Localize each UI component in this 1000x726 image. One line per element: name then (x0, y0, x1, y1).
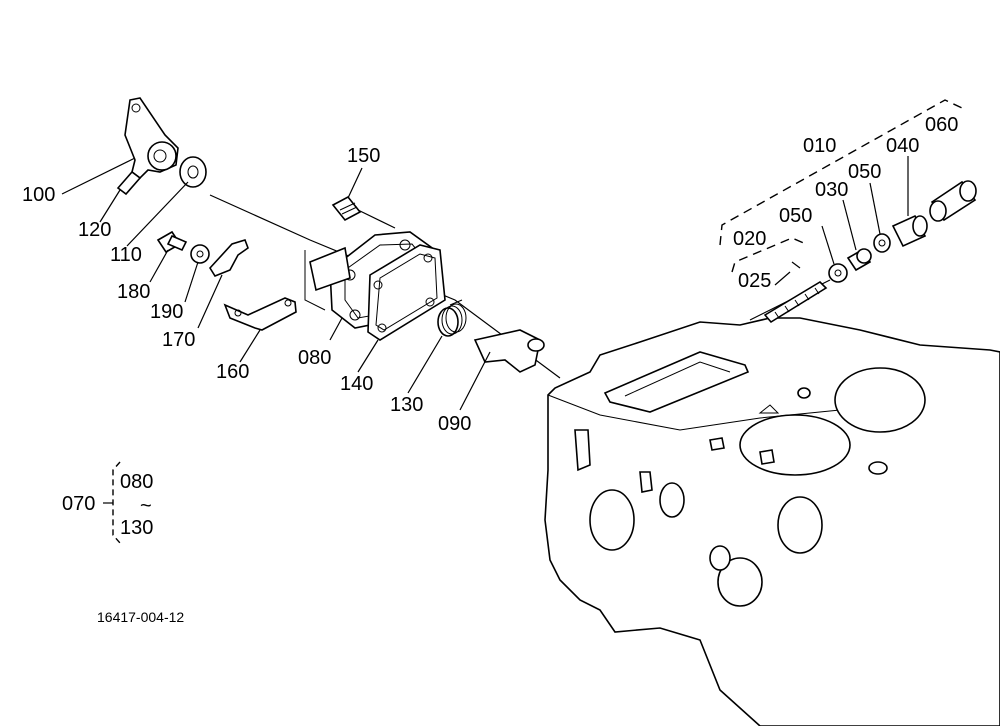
label-025: 025 (738, 270, 771, 292)
figure-code: 16417-004-12 (97, 609, 184, 625)
label-180: 180 (117, 281, 150, 303)
part-160-bracket (223, 297, 297, 331)
part-130-spring (437, 299, 467, 337)
label-120: 120 (78, 219, 111, 241)
engine-block (544, 317, 1000, 726)
label-150: 150 (347, 145, 380, 167)
group-bracket-010 (719, 99, 963, 246)
label-170: 170 (162, 329, 195, 351)
legend-from: 080 (120, 471, 153, 493)
part-050a-washer (828, 263, 848, 283)
label-050-lower: 050 (779, 205, 812, 227)
group-legend-070: 070 080 ~ 130 (62, 461, 153, 544)
part-050b-washer (873, 233, 891, 253)
part-040-bushing (891, 214, 928, 248)
part-025-spring-rod (763, 280, 828, 324)
part-060-sleeve (929, 180, 977, 222)
group-bracket-020 (731, 237, 807, 273)
label-130: 130 (390, 394, 423, 416)
label-050-upper: 050 (848, 161, 881, 183)
part-090-shaft (473, 329, 545, 373)
part-170-clip (208, 239, 249, 277)
label-190: 190 (150, 301, 183, 323)
part-120-pin (116, 170, 142, 196)
label-160: 160 (216, 361, 249, 383)
label-020: 020 (733, 228, 766, 250)
label-040: 040 (886, 135, 919, 157)
label-030: 030 (815, 179, 848, 201)
part-150-screw (331, 195, 396, 229)
legend-to: 130 (120, 517, 153, 539)
label-140: 140 (340, 373, 373, 395)
label-060: 060 (925, 114, 958, 136)
label-100: 100 (22, 184, 55, 206)
part-190-washer (190, 244, 210, 264)
label-080: 080 (298, 347, 331, 369)
leader-lines (61, 156, 909, 411)
part-030-collar (846, 248, 872, 272)
label-110: 110 (110, 244, 142, 266)
part-180-bolt (156, 230, 188, 254)
part-100-lever (124, 97, 179, 180)
part-110-washer (179, 156, 207, 188)
legend-tilde: ~ (140, 495, 152, 517)
label-090: 090 (438, 413, 471, 435)
label-010: 010 (803, 135, 836, 157)
label-070: 070 (62, 493, 95, 515)
part-140-gasket (367, 244, 446, 341)
